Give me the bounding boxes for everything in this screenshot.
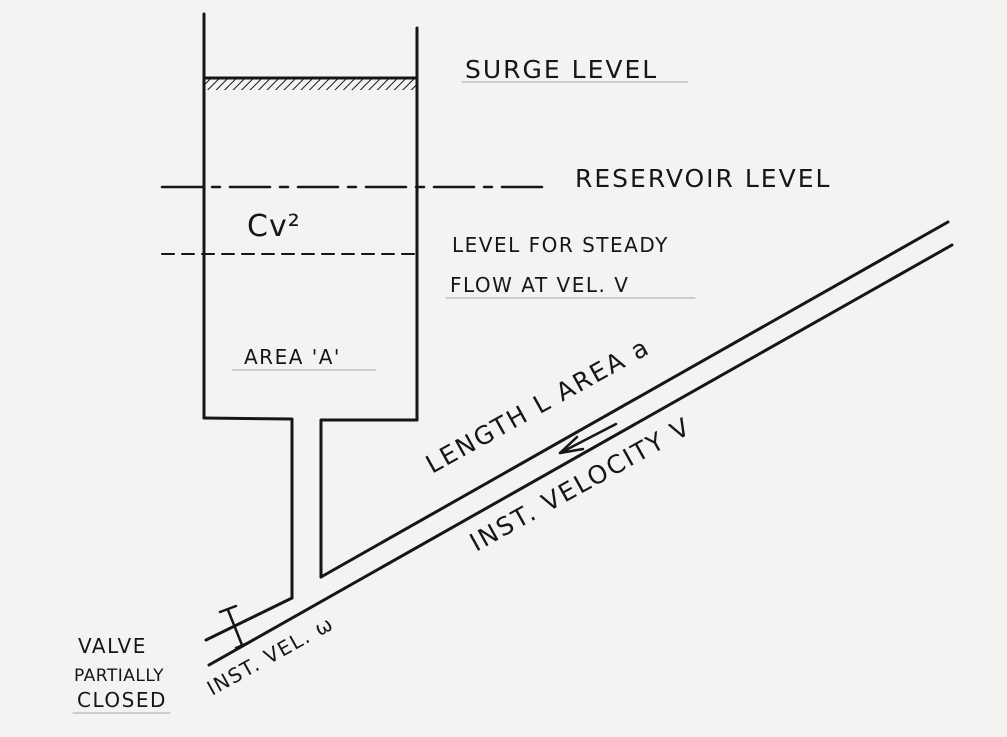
- pipe-upper-left: [204, 596, 294, 642]
- valve-stem: [226, 608, 244, 647]
- pipe-lower-line: [207, 243, 954, 667]
- area-A-label: AREA 'A': [244, 345, 341, 369]
- surge-level-marker: [203, 76, 418, 90]
- steady-flow-label-line1: LEVEL FOR STEADY: [452, 233, 669, 257]
- pipeline: [204, 220, 954, 667]
- surge-tank: [202, 12, 419, 600]
- flow-arrow-icon: [558, 422, 618, 455]
- valve-cap-bottom: [234, 640, 252, 650]
- valve-symbol: [218, 604, 252, 650]
- valve-label-line3: CLOSED: [77, 688, 167, 712]
- steady-flow-label-line2: FLOW AT VEL. V: [450, 273, 629, 297]
- surge-hatching: [205, 78, 416, 90]
- reservoir-level-label: RESERVOIR LEVEL: [575, 164, 831, 193]
- valve-label-line2: PARTIALLY: [74, 666, 164, 686]
- pipe-upper-line: [319, 220, 950, 579]
- valve-cap-top: [218, 604, 238, 614]
- surge-level-label: SURGE LEVEL: [465, 55, 658, 84]
- tank-bottom-left: [202, 416, 294, 600]
- flow-arrow-shaft: [558, 422, 618, 455]
- cv2-label: Cv²: [247, 209, 301, 244]
- tank-bottom-right: [319, 418, 419, 579]
- flow-arrow-head: [558, 435, 585, 455]
- valve-label-line1: VALVE: [78, 634, 147, 658]
